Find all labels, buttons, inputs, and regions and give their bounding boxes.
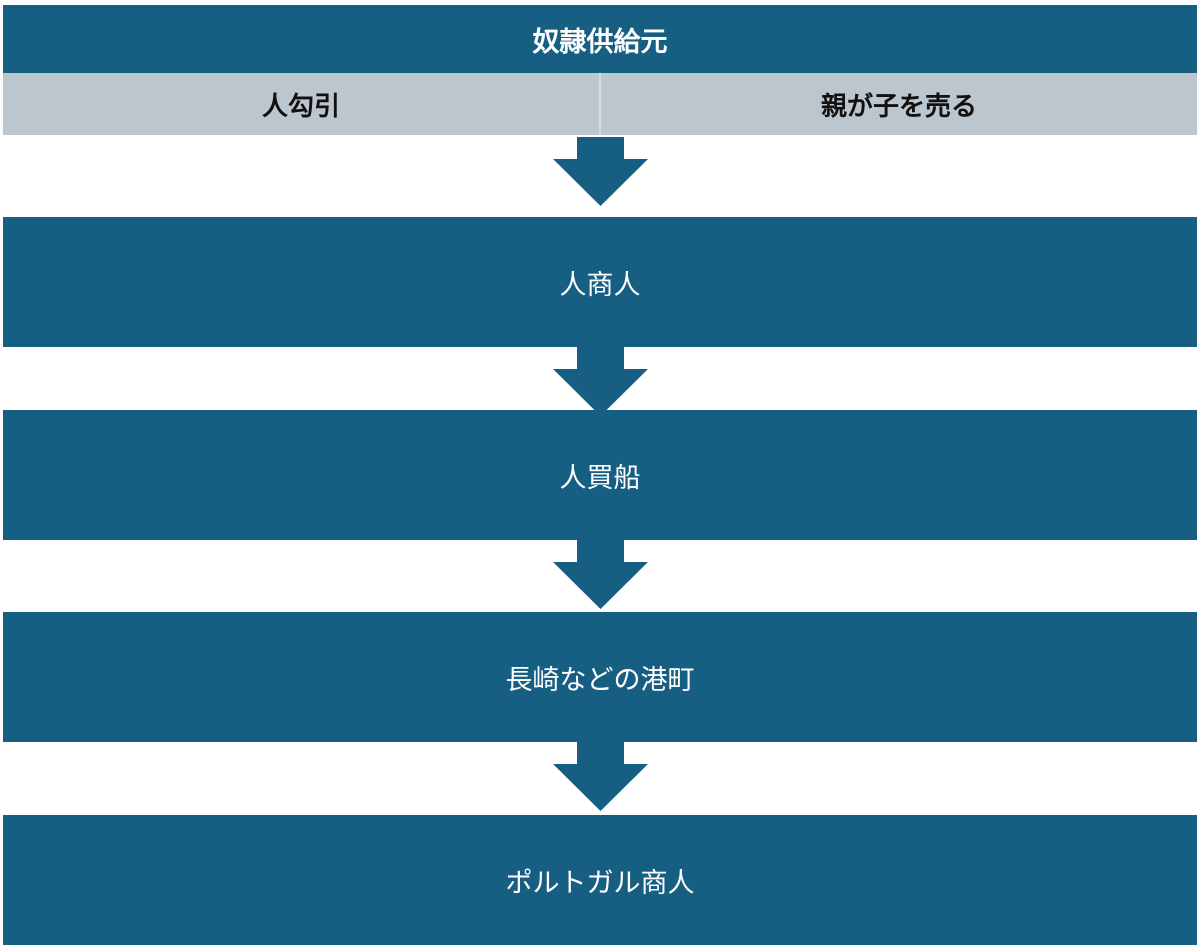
source-item-kidnapping: 人勾引 (3, 73, 599, 135)
arrow-down-icon (553, 540, 648, 609)
source-item-label: 親が子を売る (820, 91, 977, 122)
source-item-parents-selling: 親が子を売る (599, 73, 1197, 135)
stage-label: 長崎などの港町 (505, 664, 695, 696)
stage-port-towns: 長崎などの港町 (3, 612, 1197, 742)
stage-label: 人商人 (559, 269, 641, 301)
source-list: 人勾引 親が子を売る (3, 73, 1197, 135)
source-header-title: 奴隷供給元 (532, 26, 668, 58)
stage-portuguese-merchants: ポルトガル商人 (3, 815, 1197, 945)
arrow-down-icon (553, 347, 648, 416)
stage-label: ポルトガル商人 (505, 867, 695, 899)
arrow-down-icon (553, 137, 648, 206)
stage-slave-ships: 人買船 (3, 410, 1197, 540)
arrow-down-icon (553, 742, 648, 811)
source-item-label: 人勾引 (261, 91, 340, 122)
stage-human-traders: 人商人 (3, 217, 1197, 347)
stage-label: 人買船 (559, 462, 641, 494)
source-header: 奴隷供給元 (3, 5, 1197, 73)
